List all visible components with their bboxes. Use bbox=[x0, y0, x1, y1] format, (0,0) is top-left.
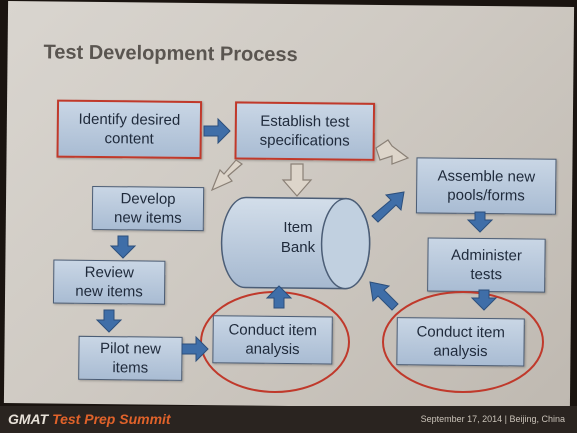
arrow-identify-to-establish bbox=[203, 117, 231, 145]
arrow-administer-to-conduct-right bbox=[470, 289, 498, 311]
arrow-pilot-to-conduct-left bbox=[181, 335, 209, 363]
arrow-establish-to-item-bank bbox=[281, 163, 313, 197]
footer-meta: September 17, 2014 | Beijing, China bbox=[420, 414, 565, 424]
highlight-ellipse-right bbox=[382, 291, 544, 393]
footer-brand-prefix: GMAT bbox=[8, 411, 49, 427]
arrow-review-to-pilot bbox=[95, 309, 123, 333]
arrow-assemble-to-administer bbox=[466, 211, 494, 233]
arrow-conduct-left-to-item-bank bbox=[265, 285, 293, 309]
footer-brand: GMAT Test Prep Summit bbox=[8, 411, 171, 427]
arrow-establish-to-assemble bbox=[375, 139, 410, 165]
arrow-conduct-right-to-item-bank bbox=[369, 281, 399, 311]
item-bank-cylinder bbox=[220, 196, 371, 290]
arrow-item-bank-to-assemble bbox=[371, 191, 405, 223]
footer-bar: GMAT Test Prep Summit September 17, 2014… bbox=[0, 406, 577, 433]
item-bank-label: Item Bank bbox=[280, 219, 316, 257]
arrow-establish-to-develop bbox=[210, 159, 243, 192]
arrow-develop-to-review bbox=[109, 235, 137, 259]
footer-brand-suffix: Test Prep Summit bbox=[52, 411, 171, 427]
